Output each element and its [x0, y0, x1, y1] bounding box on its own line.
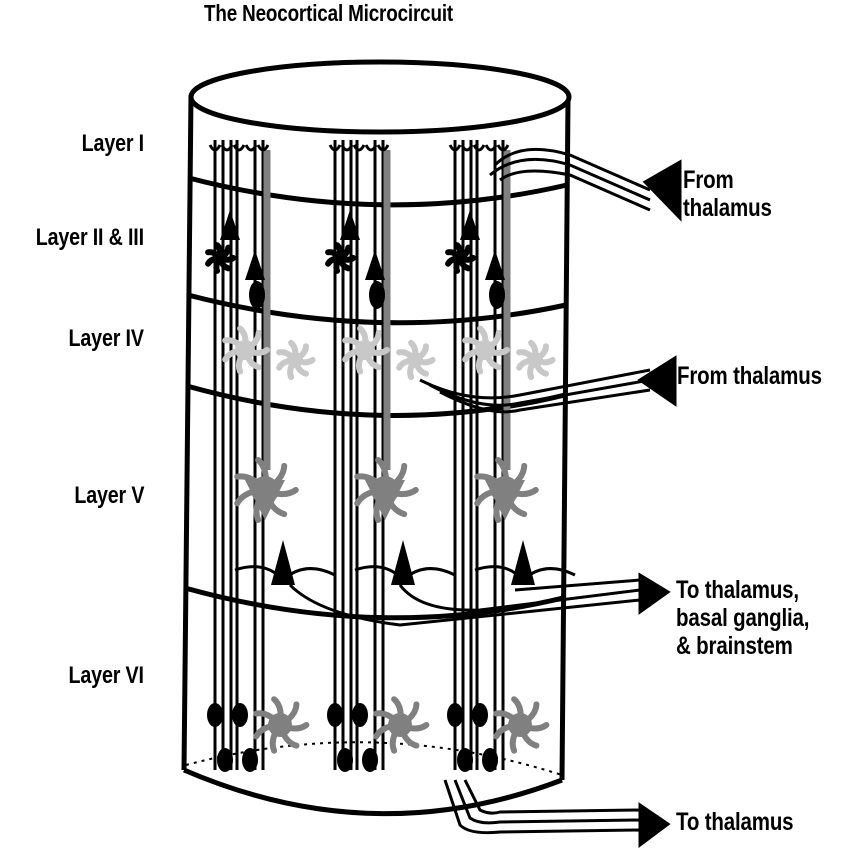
l5-pyramidal-cell-dendrites	[234, 456, 299, 524]
label-layer-6: Layer VI	[68, 662, 144, 689]
l5-pyramidal-soma	[365, 480, 405, 520]
l6-pyramidal-soma	[472, 703, 488, 727]
l6-pyramidal-soma	[337, 748, 353, 772]
l6-stellate-cell-dendrites	[373, 696, 430, 754]
l23-stellate-cell-dendrites	[325, 242, 357, 274]
l6-stellate-cell-soma	[508, 713, 532, 737]
tuft	[448, 144, 462, 152]
tuft	[220, 144, 234, 152]
tuft	[496, 144, 510, 152]
l4-stellate-cell-dendrites	[222, 325, 270, 375]
l4-stellate-cell-soma	[235, 340, 255, 360]
l23-pyramidal-cell	[220, 210, 240, 240]
l4-stellate-cell-soma	[355, 340, 375, 360]
output-layer6	[443, 779, 671, 848]
tuft	[256, 144, 270, 152]
tuft	[460, 144, 474, 152]
l6-pyramidal-soma	[362, 748, 378, 772]
l23-soma	[489, 281, 505, 309]
l5-pyramidal-cell-dendrites	[354, 456, 419, 524]
l4-stellate-cell-soma	[407, 352, 423, 368]
l4-stellate-cell-dendrites	[396, 339, 436, 381]
l23-pyramidal-cell	[245, 250, 265, 280]
l6-pyramidal-soma	[457, 748, 473, 772]
label-layer-1: Layer I	[81, 130, 144, 157]
arrow-in-layer1	[642, 159, 682, 222]
tuft	[352, 144, 366, 152]
l6-pyramidal-soma	[217, 748, 233, 772]
label-layer-5: Layer V	[74, 482, 144, 509]
label-to-thalamus-bg-brainstem: To thalamus, basal ganglia, & brainstem	[676, 576, 810, 660]
l23-stellate-cell-soma	[454, 252, 466, 264]
l5-pyramidal-soma	[485, 480, 525, 520]
tuft	[232, 144, 246, 152]
tuft	[208, 144, 222, 152]
thalamic-input-layer1	[489, 147, 682, 222]
boundary-1-2	[188, 175, 568, 208]
l4-stellate-cell-dendrites	[342, 325, 390, 375]
l4-stellate-cell-dendrites	[462, 325, 510, 375]
l6-stellate-cell-soma	[268, 713, 292, 737]
tuft	[328, 144, 342, 152]
l6-stellate-cell-dendrites	[493, 696, 550, 754]
label-from-thalamus-layer4: From thalamus	[677, 362, 822, 390]
l4-stellate-cell-soma	[475, 340, 495, 360]
l5-pyramidal-cell-dendrites	[474, 456, 539, 524]
l5-pyramidal-soma	[245, 480, 285, 520]
diagram-title: The Neocortical Microcircuit	[204, 0, 454, 26]
tuft	[484, 144, 498, 152]
thalamic-input-layer4	[419, 355, 677, 414]
tuft	[244, 144, 258, 152]
l6-pyramidal-soma	[242, 748, 258, 772]
arrow-out-layer5	[638, 572, 671, 615]
l6-pyramidal-soma	[447, 703, 463, 727]
arrow-out-layer6	[638, 802, 671, 848]
l23-stellate-cell-dendrites	[205, 242, 237, 274]
l6-pyramidal-soma	[232, 703, 248, 727]
l23-pyramidal-cell	[460, 210, 480, 240]
l23-pyramidal-cell	[340, 210, 360, 240]
label-layer-4: Layer IV	[68, 325, 144, 352]
output-layer5	[288, 572, 671, 627]
arrow-in-layer4	[637, 355, 677, 407]
l4-stellate-cell-soma	[527, 352, 543, 368]
cortical-column	[181, 59, 572, 817]
l4-stellate-cell-dendrites	[516, 339, 556, 381]
label-to-thalamus-layer6: To thalamus	[676, 808, 794, 836]
l23-soma	[249, 281, 265, 309]
l23-pyramidal-cell	[365, 250, 385, 280]
label-layer-2-3: Layer II & III	[35, 224, 144, 251]
tuft	[376, 144, 390, 152]
l6-pyramidal-soma	[207, 703, 223, 727]
label-from-thalamus-layer1: From thalamus	[683, 166, 772, 222]
tuft	[472, 144, 486, 152]
l6-stellate-cell-soma	[388, 713, 412, 737]
l6-pyramidal-soma	[352, 703, 368, 727]
tuft	[340, 144, 354, 152]
boundary-2-4	[187, 292, 567, 326]
l23-stellate-cell-dendrites	[445, 242, 477, 274]
l4-stellate-cell-soma	[287, 352, 303, 368]
l6-stellate-cell-dendrites	[253, 696, 310, 754]
l6-pyramidal-soma	[327, 703, 343, 727]
l5-basal-dendrites	[234, 565, 336, 582]
l23-stellate-cell-soma	[334, 252, 346, 264]
l5-basal-dendrites	[354, 565, 456, 582]
l23-pyramidal-cell	[485, 250, 505, 280]
l23-stellate-cell-soma	[214, 252, 226, 264]
l5-basal-dendrites	[474, 565, 576, 582]
minicolumns	[205, 140, 576, 772]
l23-soma	[369, 281, 385, 309]
l6-pyramidal-soma	[482, 748, 498, 772]
l4-stellate-cell-dendrites	[276, 339, 316, 381]
tuft	[364, 144, 378, 152]
